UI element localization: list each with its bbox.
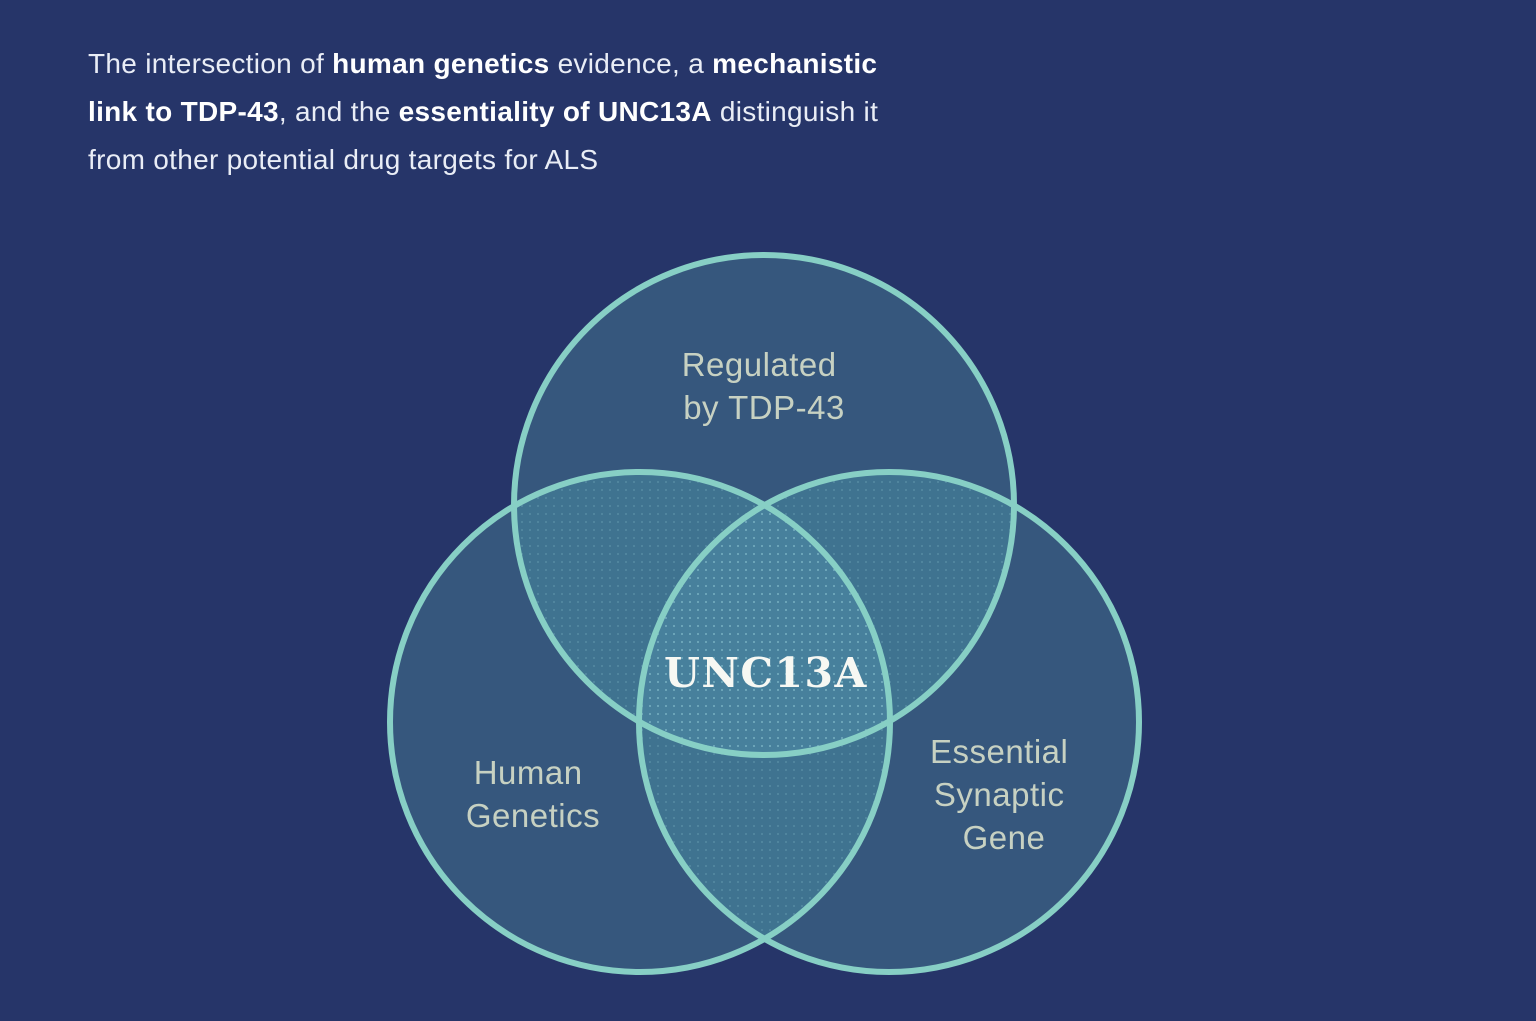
headline-line-3: from other potential drug targets for AL… bbox=[88, 136, 1068, 184]
headline-segment: distinguish it bbox=[711, 96, 879, 127]
headline-segment: evidence, a bbox=[549, 48, 713, 79]
label-human-genetics: Human Genetics bbox=[466, 754, 600, 834]
label-regulated-by-tdp43: Regulated by TDP-43 bbox=[682, 346, 847, 426]
headline-segment: , and the bbox=[278, 96, 399, 127]
circle-outline-human-genetics bbox=[387, 469, 893, 975]
headline-line-1: The intersection of human genetics evide… bbox=[88, 40, 1068, 88]
headline-segment-bold: essentiality of UNC13A bbox=[398, 96, 712, 127]
label-line: Human bbox=[474, 754, 583, 791]
label-line: Genetics bbox=[466, 797, 600, 834]
headline-line-2: link to TDP-43, and the essentiality of … bbox=[88, 88, 1068, 136]
headline-segment-bold: link to TDP-43 bbox=[88, 96, 279, 127]
label-line: Regulated bbox=[682, 346, 837, 383]
label-line: Gene bbox=[963, 819, 1046, 856]
label-line: Synaptic bbox=[934, 776, 1065, 813]
label-essential-synaptic-gene: Essential Synaptic Gene bbox=[930, 733, 1078, 856]
headline-segment-bold: mechanistic bbox=[712, 48, 878, 79]
headline-segment: from other potential drug targets for AL… bbox=[88, 144, 599, 175]
label-unc13a-center: UNC13A bbox=[664, 649, 868, 697]
label-line: by TDP-43 bbox=[683, 389, 845, 426]
headline-segment-bold: human genetics bbox=[332, 48, 550, 79]
label-line: Essential bbox=[930, 733, 1068, 770]
circle-outline-essential bbox=[636, 469, 1142, 975]
headline-segment: The intersection of bbox=[88, 48, 333, 79]
headline: The intersection of human genetics evide… bbox=[88, 40, 1068, 184]
